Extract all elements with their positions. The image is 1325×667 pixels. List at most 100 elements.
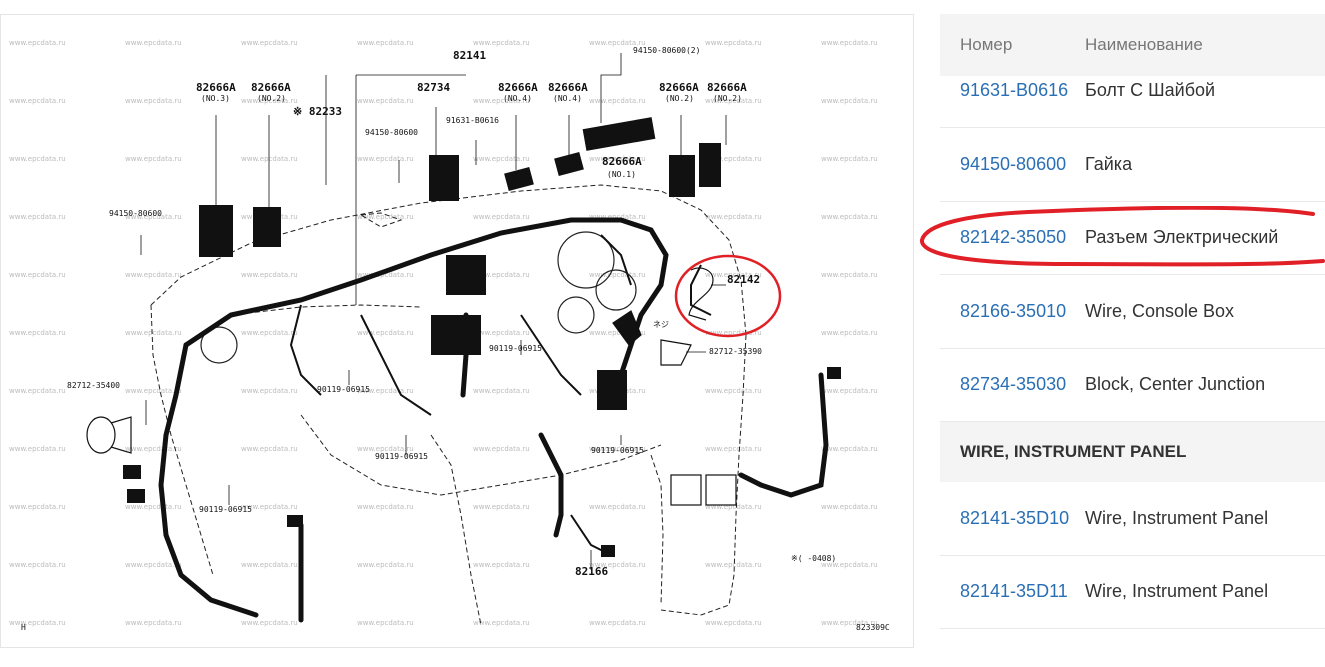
label-82666A: 82666A: [602, 155, 642, 168]
watermark-text: www.epcdata.ru: [357, 329, 414, 337]
watermark-text: www.epcdata.ru: [821, 445, 878, 453]
watermark-text: www.epcdata.ru: [241, 503, 298, 511]
watermark-text: www.epcdata.ru: [125, 503, 182, 511]
wiring-diagram-svg: www.epcdata.ru www.epcdata.ru www.epcdata.…: [9, 39, 890, 632]
label-91631-B0616: 91631-B0616: [446, 116, 499, 125]
watermark-text: www.epcdata.ru: [705, 329, 762, 337]
part-labels: 82141 94150-80600(2) 82666A (NO.3) 82666…: [21, 46, 890, 632]
watermark-text: www.epcdata.ru: [357, 97, 414, 105]
table-row[interactable]: 82166-35010 Wire, Console Box: [940, 275, 1325, 349]
table-row[interactable]: 91631-B0616 Болт С Шайбой: [940, 76, 1325, 128]
label-90119-06915: 90119-06915: [489, 344, 542, 353]
label-82666A: 82666A: [707, 81, 747, 94]
label-82166: 82166: [575, 565, 608, 578]
dashboard-outline: [150, 184, 747, 626]
table-row[interactable]: 82141-35D10 Wire, Instrument Panel: [940, 482, 1325, 556]
watermark-text: www.epcdata.ru: [821, 97, 878, 105]
watermark-text: www.epcdata.ru: [9, 561, 66, 569]
watermark-text: www.epcdata.ru: [9, 387, 66, 395]
watermark-text: www.epcdata.ru: [821, 387, 878, 395]
watermark-text: www.epcdata.ru: [705, 445, 762, 453]
label-82712-35400: 82712-35400: [67, 381, 120, 390]
watermark-text: www.epcdata.ru: [705, 503, 762, 511]
label-no4: (NO.4): [553, 94, 582, 103]
label-90119-06915: 90119-06915: [591, 446, 644, 455]
watermark-text: www.epcdata.ru: [705, 387, 762, 395]
watermark-text: www.epcdata.ru: [821, 561, 878, 569]
watermark-text: www.epcdata.ru: [241, 329, 298, 337]
watermark-text: www.epcdata.ru: [125, 387, 182, 395]
watermark-text: www.epcdata.ru: [821, 39, 878, 47]
watermark-text: www.epcdata.ru: [705, 97, 762, 105]
part-number-link[interactable]: 91631-B0616: [960, 80, 1069, 100]
watermark-text: www.epcdata.ru: [241, 39, 298, 47]
watermark-text: www.epcdata.ru: [705, 213, 762, 221]
connectors: [123, 117, 841, 557]
watermark-text: www.epcdata.ru: [473, 619, 530, 627]
part-number-link[interactable]: 94150-80600: [960, 153, 1067, 174]
watermark-text: www.epcdata.ru: [125, 561, 182, 569]
part-number-link[interactable]: 82141-35D10: [960, 507, 1070, 528]
watermark-text: www.epcdata.ru: [473, 271, 530, 279]
watermark-text: www.epcdata.ru: [125, 213, 182, 221]
label-82666A: 82666A: [251, 81, 291, 94]
part-number-link[interactable]: 82734-35030: [960, 374, 1067, 395]
watermark-text: www.epcdata.ru: [589, 619, 646, 627]
watermark-text: www.epcdata.ru: [821, 213, 878, 221]
watermark-text: www.epcdata.ru: [241, 445, 298, 453]
table-row[interactable]: 82141-35D11 Wire, Instrument Panel: [940, 556, 1325, 629]
watermark-text: www.epcdata.ru: [705, 155, 762, 163]
table-row[interactable]: 94150-80600 Гайка: [940, 128, 1325, 202]
part-name: Wire, Instrument Panel: [1085, 507, 1269, 528]
label-diagram-code: 823309C: [856, 623, 890, 632]
table-header: Номер Наименование: [940, 14, 1325, 76]
watermark-text: www.epcdata.ru: [821, 329, 878, 337]
watermark-text: www.epcdata.ru: [705, 561, 762, 569]
watermark-text: www.epcdata.ru: [473, 213, 530, 221]
label-82142: 82142: [727, 273, 760, 286]
watermark-text: www.epcdata.ru: [125, 97, 182, 105]
watermark-text: www.epcdata.ru: [357, 619, 414, 627]
watermark-text: www.epcdata.ru: [473, 329, 530, 337]
label-90119-06915: 90119-06915: [375, 452, 428, 461]
watermark-layer: www.epcdata.ru www.epcdata.ru www.epcdata.…: [9, 39, 878, 627]
watermark-text: www.epcdata.ru: [821, 619, 878, 627]
watermark-text: www.epcdata.ru: [589, 213, 646, 221]
label-82666A: 82666A: [196, 81, 236, 94]
part-name: Block, Center Junction: [1085, 374, 1266, 395]
watermark-text: www.epcdata.ru: [125, 39, 182, 47]
watermark-text: www.epcdata.ru: [125, 155, 182, 163]
watermark-text: www.epcdata.ru: [241, 561, 298, 569]
part-name: Гайка: [1085, 153, 1133, 174]
watermark-text: www.epcdata.ru: [589, 445, 646, 453]
part-number-link[interactable]: 82142-35050: [960, 227, 1067, 248]
label-90119-06915: 90119-06915: [317, 385, 370, 394]
label-no1: (NO.1): [607, 170, 636, 179]
watermark-text: www.epcdata.ru: [473, 503, 530, 511]
label-no2: (NO.2): [665, 94, 694, 103]
watermark-text: www.epcdata.ru: [473, 39, 530, 47]
part-number-link[interactable]: 82166-35010: [960, 300, 1067, 321]
watermark-text: www.epcdata.ru: [241, 619, 298, 627]
watermark-text: www.epcdata.ru: [473, 445, 530, 453]
label-82666A: 82666A: [659, 81, 699, 94]
watermark-text: www.epcdata.ru: [473, 155, 530, 163]
watermark-text: www.epcdata.ru: [125, 619, 182, 627]
label-82141: 82141: [453, 49, 486, 62]
gauge-cluster: [200, 231, 637, 364]
watermark-text: www.epcdata.ru: [125, 271, 182, 279]
watermark-text: www.epcdata.ru: [821, 271, 878, 279]
label-h: H: [21, 623, 26, 632]
part-number-link[interactable]: 82141-35D11: [960, 581, 1068, 602]
watermark-text: www.epcdata.ru: [241, 97, 298, 105]
watermark-text: www.epcdata.ru: [357, 561, 414, 569]
label-no2: (NO.2): [713, 94, 742, 103]
table-row[interactable]: 82734-35030 Block, Center Junction: [940, 349, 1325, 422]
parts-table: Номер Наименование 91631-B0616 Болт С Ша…: [940, 14, 1325, 648]
parts-diagram[interactable]: www.epcdata.ru www.epcdata.ru www.epcdata.…: [0, 14, 914, 648]
label-no3: (NO.3): [201, 94, 230, 103]
watermark-text: www.epcdata.ru: [357, 39, 414, 47]
label-82666A: 82666A: [548, 81, 588, 94]
table-row[interactable]: 82142-35050 Разъем Электрический: [940, 202, 1325, 275]
watermark-text: www.epcdata.ru: [705, 271, 762, 279]
